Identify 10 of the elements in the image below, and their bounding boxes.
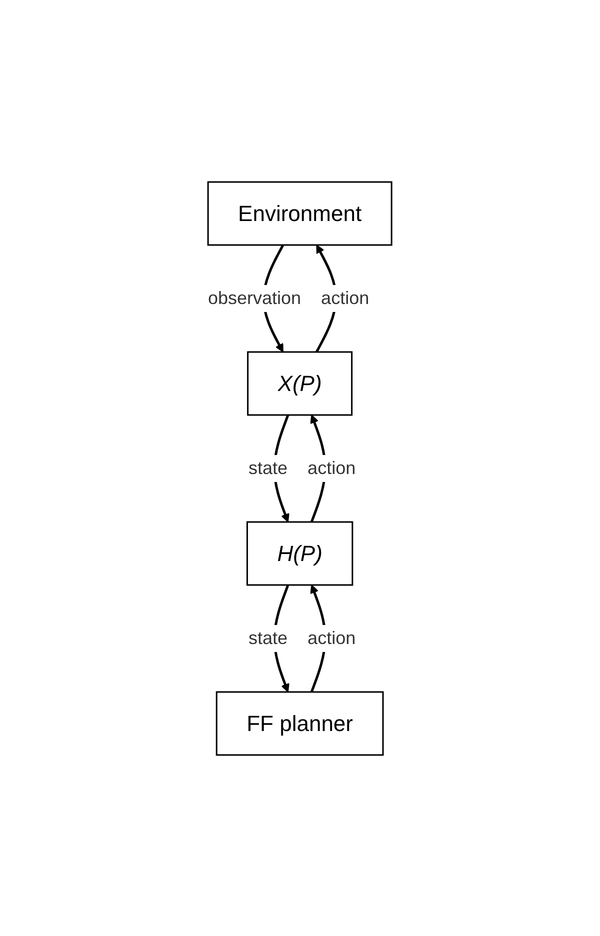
edge-label: state xyxy=(248,457,288,478)
node-box: Environment xyxy=(208,180,393,246)
edge-label: action xyxy=(321,287,370,308)
edge-label: action xyxy=(308,627,356,648)
edge-label: state xyxy=(248,627,288,648)
edge-label: action xyxy=(308,457,356,478)
node-box: H(P) xyxy=(246,520,354,586)
edge-label: observation xyxy=(208,287,302,308)
node-box: FF planner xyxy=(216,690,384,756)
node-box: X(P) xyxy=(247,350,353,416)
